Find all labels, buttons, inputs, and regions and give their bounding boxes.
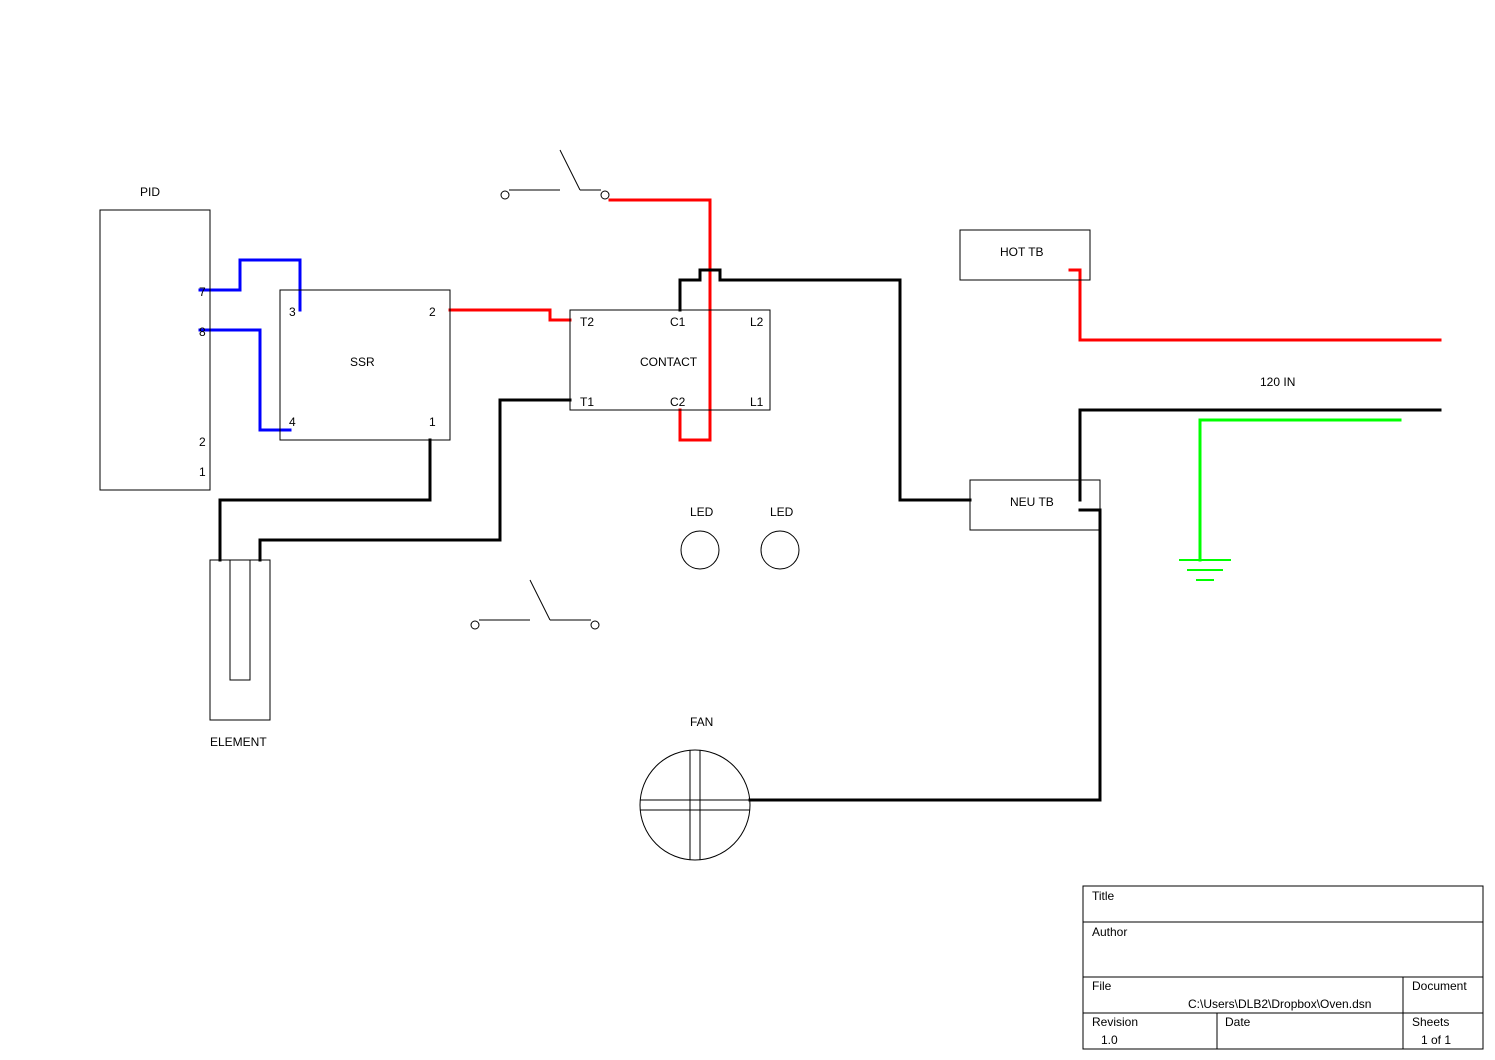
neu-tb-label: NEU TB [1010, 495, 1054, 509]
pid-pin-2: 2 [199, 435, 206, 449]
fan-label: FAN [690, 715, 713, 729]
switch-top [500, 149, 610, 200]
wire-pid7-ssr3 [198, 258, 302, 312]
contact-pin-l1: L1 [750, 395, 764, 409]
title-block: Title Author File C:\Users\DLB2\Dropbox\… [1082, 885, 1484, 1050]
led-2-label: LED [770, 505, 794, 519]
contact-pin-c1: C1 [670, 315, 686, 329]
tb-revision-value: 1.0 [1101, 1033, 1118, 1047]
tb-revision-label: Revision [1092, 1015, 1138, 1029]
tb-document-label: Document [1412, 979, 1467, 993]
ssr-label: SSR [350, 355, 375, 369]
ssr-pin-2: 2 [429, 305, 436, 319]
tb-file-value: C:\Users\DLB2\Dropbox\Oven.dsn [1188, 997, 1371, 1011]
contactor: CONTACT T2 C1 L2 T1 C2 L1 [569, 309, 771, 411]
contact-pin-t2: T2 [580, 315, 594, 329]
pid-controller: PID 7 8 2 1 [99, 185, 211, 491]
tb-sheets-value: 1 of 1 [1421, 1033, 1451, 1047]
tb-sheets-label: Sheets [1412, 1015, 1449, 1029]
wire-120in-to-neu-tb [1078, 408, 1442, 502]
tb-author-label: Author [1092, 925, 1127, 939]
ssr-pin-3: 3 [289, 305, 296, 319]
ssr-pin-4: 4 [289, 415, 296, 429]
pid-pin-8: 8 [199, 325, 206, 339]
contact-pin-c2: C2 [670, 395, 686, 409]
pid-pin-7: 7 [199, 285, 206, 299]
neutral-terminal-block: NEU TB [969, 479, 1101, 531]
wire-ground [1198, 418, 1402, 562]
hot-tb-label: HOT TB [1000, 245, 1044, 259]
tb-title-label: Title [1092, 889, 1115, 903]
tb-date-label: Date [1225, 1015, 1251, 1029]
hot-terminal-block: HOT TB [959, 229, 1091, 281]
wire-pid8-ssr4 [198, 328, 292, 432]
wire-contact-c1-to-neu-tb [678, 268, 972, 502]
wire-switch-to-contact-c2 [608, 198, 712, 442]
tb-file-label: File [1092, 979, 1112, 993]
pid-pin-1: 1 [199, 465, 206, 479]
ground-symbol [1179, 559, 1231, 581]
ssr-relay: SSR 3 2 4 1 [279, 289, 451, 441]
contact-pin-l2: L2 [750, 315, 764, 329]
wire-neu-tb-to-fan [748, 508, 1102, 802]
heating-element: ELEMENT [209, 559, 271, 749]
wire-ssr1-to-element [218, 438, 432, 562]
input-label: 120 IN [1260, 375, 1295, 389]
led-1: LED [680, 505, 720, 570]
led-2: LED [760, 505, 800, 570]
element-label: ELEMENT [210, 735, 267, 749]
fan-motor: FAN [639, 715, 751, 861]
contact-pin-t1: T1 [580, 395, 594, 409]
switch-bottom [470, 579, 600, 630]
ssr-pin-1: 1 [429, 415, 436, 429]
contact-label: CONTACT [640, 355, 698, 369]
wire-ssr2-contact-t2 [448, 308, 572, 322]
pid-label: PID [140, 185, 160, 199]
wire-contact-t1-to-element [258, 398, 572, 562]
led-1-label: LED [690, 505, 714, 519]
wire-hot-tb-to-120in [1068, 268, 1442, 342]
